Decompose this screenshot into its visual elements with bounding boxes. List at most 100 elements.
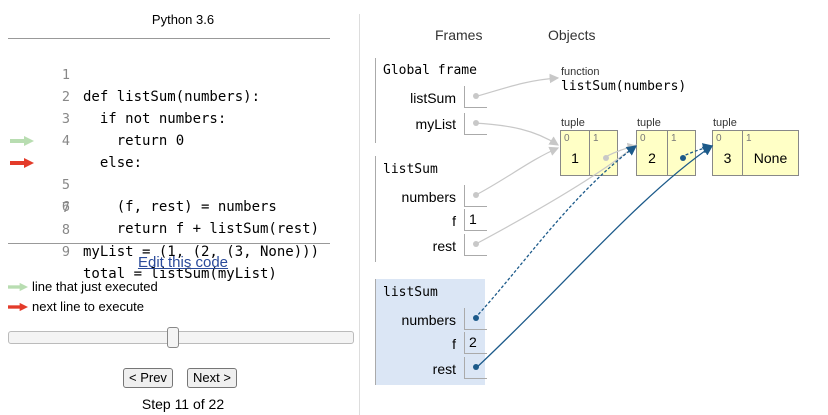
tuple-index: 0	[564, 133, 570, 144]
step-slider[interactable]	[8, 327, 354, 348]
var-value: 2	[469, 334, 477, 350]
code-line: 4 else:	[8, 108, 330, 171]
tuple-cell: 0 1	[561, 131, 590, 175]
legend-next-label: next line to execute	[32, 299, 145, 314]
var-name: listSum	[410, 90, 456, 106]
var-slot	[464, 308, 487, 330]
frames-header: Frames	[435, 27, 483, 43]
panel-divider	[359, 14, 360, 415]
objects-header: Objects	[548, 27, 596, 43]
tuple-object: 0 2 1	[636, 130, 696, 176]
next-line-arrow-icon	[10, 158, 34, 169]
tuple-index: 1	[593, 133, 599, 144]
next-button[interactable]: Next >	[187, 368, 237, 388]
tuple-value: 3	[723, 150, 732, 166]
var-slot: 1	[464, 209, 487, 231]
line-code: return 0	[83, 133, 185, 150]
line-number: 8	[61, 221, 70, 238]
var-name: myList	[415, 116, 456, 132]
code-panel: Python 3.6 1 def listSum(numbers): 2 if …	[0, 0, 360, 415]
pointer-dot	[473, 93, 479, 99]
code-line: 1 def listSum(numbers):	[8, 42, 330, 105]
tuple-value: 1	[571, 150, 579, 166]
code-line: 9 total = listSum(myList)	[8, 219, 330, 282]
line-code: total = listSum(myList)	[83, 265, 277, 282]
var-slot	[464, 357, 487, 379]
line-number: 4	[61, 133, 70, 150]
line-code: def listSum(numbers):	[83, 89, 261, 105]
pointer-dot	[473, 364, 479, 370]
line-code: else:	[83, 155, 143, 172]
frame-title: Global frame	[383, 63, 477, 78]
legend-executed: line that just executed	[8, 279, 158, 294]
call-frame-active: listSum numbers f 2 rest	[375, 279, 487, 385]
object-type-label: tuple	[637, 117, 661, 129]
executed-arrow-icon	[8, 282, 28, 291]
edit-code-link[interactable]: Edit this code	[137, 254, 229, 271]
tuple-index: 1	[746, 133, 752, 144]
line-number: 9	[61, 243, 70, 260]
line-number: 6	[61, 199, 70, 216]
executed-arrow-icon	[10, 136, 34, 147]
tuple-cell: 0 2	[637, 131, 668, 175]
line-number: 7	[61, 199, 70, 216]
legend-executed-label: line that just executed	[32, 279, 158, 294]
var-name: rest	[432, 361, 456, 377]
pointer-dot	[680, 155, 686, 161]
step-counter: Step 11 of 22	[141, 396, 225, 412]
code-listing: 1 def listSum(numbers): 2 if not numbers…	[8, 38, 330, 282]
pointer-dot	[603, 155, 609, 161]
function-object: listSum(numbers)	[561, 79, 687, 94]
var-value: 1	[469, 211, 477, 227]
pointer-dot	[473, 315, 479, 321]
code-line: 3 return 0	[8, 86, 330, 149]
tuple-cell: 1	[668, 131, 695, 175]
var-slot	[464, 185, 487, 207]
var-slot: 2	[464, 332, 487, 354]
code-line: 2 if not numbers:	[8, 64, 330, 127]
code-line: 8 myList = (1, (2, (3, None)))	[8, 197, 330, 260]
object-type-label: function	[561, 66, 600, 78]
tuple-index: 0	[716, 133, 722, 144]
tuple-cell: 0 3	[713, 131, 743, 175]
pointer-dot	[473, 192, 479, 198]
code-line: 7	[8, 175, 330, 216]
line-code: (f, rest) = numbers	[83, 199, 277, 216]
tuple-cell: 1 None	[743, 131, 798, 175]
line-number: 1	[61, 67, 70, 83]
var-name: f	[452, 213, 456, 229]
tuple-index: 1	[671, 133, 677, 144]
global-frame: Global frame listSum myList	[375, 58, 487, 143]
prev-button[interactable]: < Prev	[123, 368, 173, 388]
next-line-arrow-icon	[8, 302, 28, 311]
tuple-object: 0 3 1 None	[712, 130, 799, 176]
pointer-dot	[473, 120, 479, 126]
call-frame: listSum numbers f 1 rest	[375, 156, 487, 262]
var-name: numbers	[401, 312, 456, 328]
var-slot	[464, 234, 487, 256]
line-code: return f + listSum(rest)	[83, 221, 320, 238]
object-type-label: tuple	[561, 117, 585, 129]
pointer-arrow	[474, 145, 714, 370]
tuple-value: None	[753, 150, 788, 166]
var-name: rest	[432, 238, 456, 254]
tuple-index: 0	[640, 133, 646, 144]
code-line-executed: 5 (f, rest) = numbers	[8, 130, 330, 215]
language-label: Python 3.6	[151, 12, 215, 27]
legend-next: next line to execute	[8, 299, 144, 314]
line-number: 5	[61, 177, 70, 194]
slider-thumb[interactable]	[167, 327, 179, 348]
line-code: myList = (1, (2, (3, None)))	[83, 243, 320, 260]
line-number: 2	[61, 89, 70, 106]
var-name: numbers	[401, 189, 456, 205]
object-type-label: tuple	[713, 117, 737, 129]
var-name: f	[452, 336, 456, 352]
line-number: 3	[61, 111, 70, 128]
var-slot	[464, 86, 487, 108]
frame-title: listSum	[383, 162, 438, 177]
tuple-object: 0 1 1	[560, 130, 618, 176]
tuple-value: 2	[648, 150, 656, 166]
line-code: if not numbers:	[83, 111, 227, 128]
tuple-cell: 1	[590, 131, 617, 175]
code-line-next: 6 return f + listSum(rest)	[8, 152, 330, 237]
